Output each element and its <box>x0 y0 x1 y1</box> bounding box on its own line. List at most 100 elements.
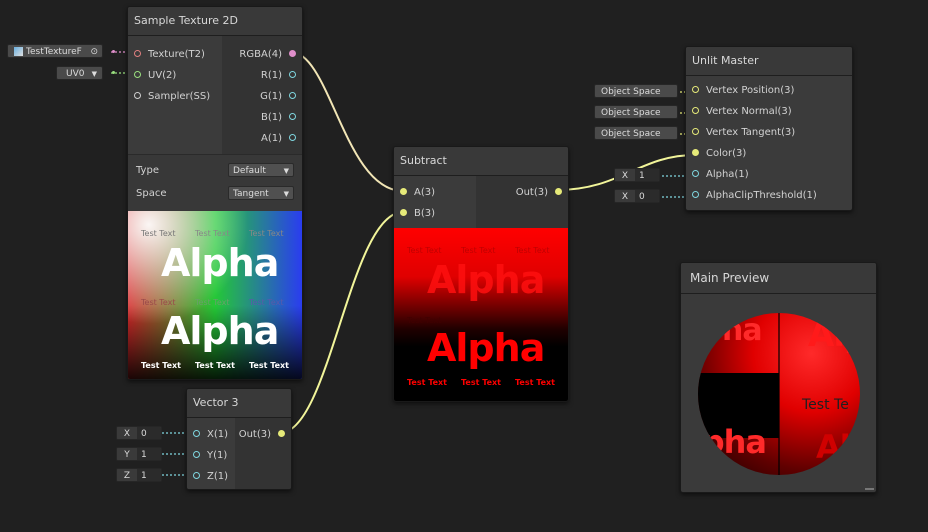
input-port-alpha-clip[interactable]: AlphaClipThreshold(1) <box>686 185 852 206</box>
space-dropdown[interactable]: Tangent▼ <box>228 186 294 200</box>
port-label: X(1) <box>207 429 229 440</box>
port-dot[interactable] <box>692 149 699 156</box>
vector-x-value[interactable]: 0 <box>137 427 161 439</box>
main-preview-title[interactable]: Main Preview <box>681 263 876 294</box>
space-field-position[interactable]: Object Space <box>594 84 678 98</box>
port-dot[interactable] <box>289 92 296 99</box>
wire-rgba-to-a[interactable] <box>290 51 404 192</box>
sample-texture-node[interactable]: Sample Texture 2D Texture(T2) UV(2) Samp… <box>127 6 303 380</box>
port-label: A(1) <box>260 133 282 144</box>
output-port-out[interactable]: Out(3) <box>235 424 291 445</box>
port-dot[interactable] <box>134 71 141 78</box>
output-port-r[interactable]: R(1) <box>222 65 302 86</box>
input-port-y[interactable]: Y(1) <box>187 445 235 466</box>
clip-input-label: X <box>615 190 635 202</box>
unlit-master-title[interactable]: Unlit Master <box>686 47 852 76</box>
sphere-text-bottom-left: Alpha <box>698 423 767 461</box>
port-dot[interactable] <box>289 71 296 78</box>
port-label: UV(2) <box>148 70 177 81</box>
sample-texture-title[interactable]: Sample Texture 2D <box>128 7 302 36</box>
input-port-sampler[interactable]: Sampler(SS) <box>128 86 222 107</box>
preview-sphere[interactable]: Alpha Alpha Test Te Alpha Alpha <box>698 313 860 475</box>
main-preview-panel[interactable]: Main Preview Alpha Alpha Test Te Alpha A… <box>680 262 877 493</box>
port-dot[interactable] <box>692 128 699 135</box>
preview-small-text: Test Text <box>249 298 284 307</box>
vector3-title[interactable]: Vector 3 <box>187 389 291 418</box>
port-dot[interactable] <box>134 50 141 57</box>
input-port-z[interactable]: Z(1) <box>187 466 235 487</box>
input-port-texture[interactable]: Texture(T2) <box>128 44 222 65</box>
subtract-preview: Test Text Test Text Test Text Alpha Test… <box>394 228 568 401</box>
vector3-inputs: X(1) Y(1) Z(1) <box>187 418 235 489</box>
clip-input-value[interactable]: 0 <box>635 190 659 202</box>
subtract-node[interactable]: Subtract A(3) B(3) Out(3) Test Text Test… <box>393 146 569 402</box>
input-port-vertex-normal[interactable]: Vertex Normal(3) <box>686 101 852 122</box>
vector3-node[interactable]: Vector 3 X(1) Y(1) Z(1) Out(3) <box>186 388 292 490</box>
space-field-tangent[interactable]: Object Space <box>594 126 678 140</box>
output-port-rgba[interactable]: RGBA(4) <box>222 44 302 65</box>
port-dot[interactable] <box>400 188 407 195</box>
input-port-uv[interactable]: UV(2) <box>128 65 222 86</box>
setting-space: Space Tangent▼ <box>136 182 294 205</box>
preview-small-text: Test Text <box>195 298 230 307</box>
type-dropdown-value: Default <box>233 166 266 176</box>
port-dot[interactable] <box>193 430 200 437</box>
port-dot[interactable] <box>692 191 699 198</box>
space-field-normal[interactable]: Object Space <box>594 105 678 119</box>
preview-small-text: Test Text <box>461 378 501 387</box>
preview-small-text: Test Text <box>407 378 447 387</box>
vector-y-label: Y <box>117 448 137 460</box>
port-dot[interactable] <box>193 451 200 458</box>
port-dot[interactable] <box>289 50 296 57</box>
port-label: AlphaClipThreshold(1) <box>706 190 817 201</box>
input-port-a[interactable]: A(3) <box>394 182 476 203</box>
output-port-g[interactable]: G(1) <box>222 86 302 107</box>
uv-field[interactable]: UV0▼ <box>56 66 103 80</box>
subtract-ports: A(3) B(3) Out(3) <box>394 176 568 228</box>
port-dot[interactable] <box>134 92 141 99</box>
texture-field[interactable]: TestTextureF⊙ <box>7 44 103 58</box>
unlit-master-node[interactable]: Unlit Master Vertex Position(3) Vertex N… <box>685 46 853 211</box>
type-dropdown[interactable]: Default▼ <box>228 163 294 177</box>
preview-big-text: Alpha <box>427 258 545 302</box>
vector-y-value[interactable]: 1 <box>137 448 161 460</box>
vector-z-label: Z <box>117 469 137 481</box>
sphere-text-small: Test Te <box>802 397 849 413</box>
port-dot[interactable] <box>193 472 200 479</box>
port-label: Alpha(1) <box>706 169 749 180</box>
port-dot[interactable] <box>289 134 296 141</box>
object-picker-icon[interactable]: ⊙ <box>90 47 98 57</box>
output-port-out[interactable]: Out(3) <box>476 182 568 203</box>
vector-z-value[interactable]: 1 <box>137 469 161 481</box>
port-dot[interactable] <box>289 113 296 120</box>
output-port-b[interactable]: B(1) <box>222 107 302 128</box>
preview-small-text: Test Text <box>407 246 442 255</box>
port-dot[interactable] <box>278 430 285 437</box>
alpha-input-value[interactable]: 1 <box>635 169 659 181</box>
subtract-title[interactable]: Subtract <box>394 147 568 176</box>
input-port-alpha[interactable]: Alpha(1) <box>686 164 852 185</box>
uv-field-dot <box>112 71 115 74</box>
sphere-dark-band <box>698 373 779 438</box>
port-dot[interactable] <box>692 107 699 114</box>
port-label: Out(3) <box>238 429 271 440</box>
input-port-color[interactable]: Color(3) <box>686 143 852 164</box>
port-dot[interactable] <box>400 209 407 216</box>
port-label: Vertex Tangent(3) <box>706 127 796 138</box>
input-port-b[interactable]: B(3) <box>394 203 476 224</box>
port-dot[interactable] <box>692 170 699 177</box>
port-dot[interactable] <box>692 86 699 93</box>
output-port-a[interactable]: A(1) <box>222 128 302 149</box>
input-port-vertex-position[interactable]: Vertex Position(3) <box>686 80 852 101</box>
resize-handle-icon[interactable] <box>865 488 874 490</box>
input-port-x[interactable]: X(1) <box>187 424 235 445</box>
input-port-vertex-tangent[interactable]: Vertex Tangent(3) <box>686 122 852 143</box>
preview-small-text: Test Text <box>141 298 176 307</box>
preview-big-text: Alpha <box>427 326 545 370</box>
port-dot[interactable] <box>555 188 562 195</box>
